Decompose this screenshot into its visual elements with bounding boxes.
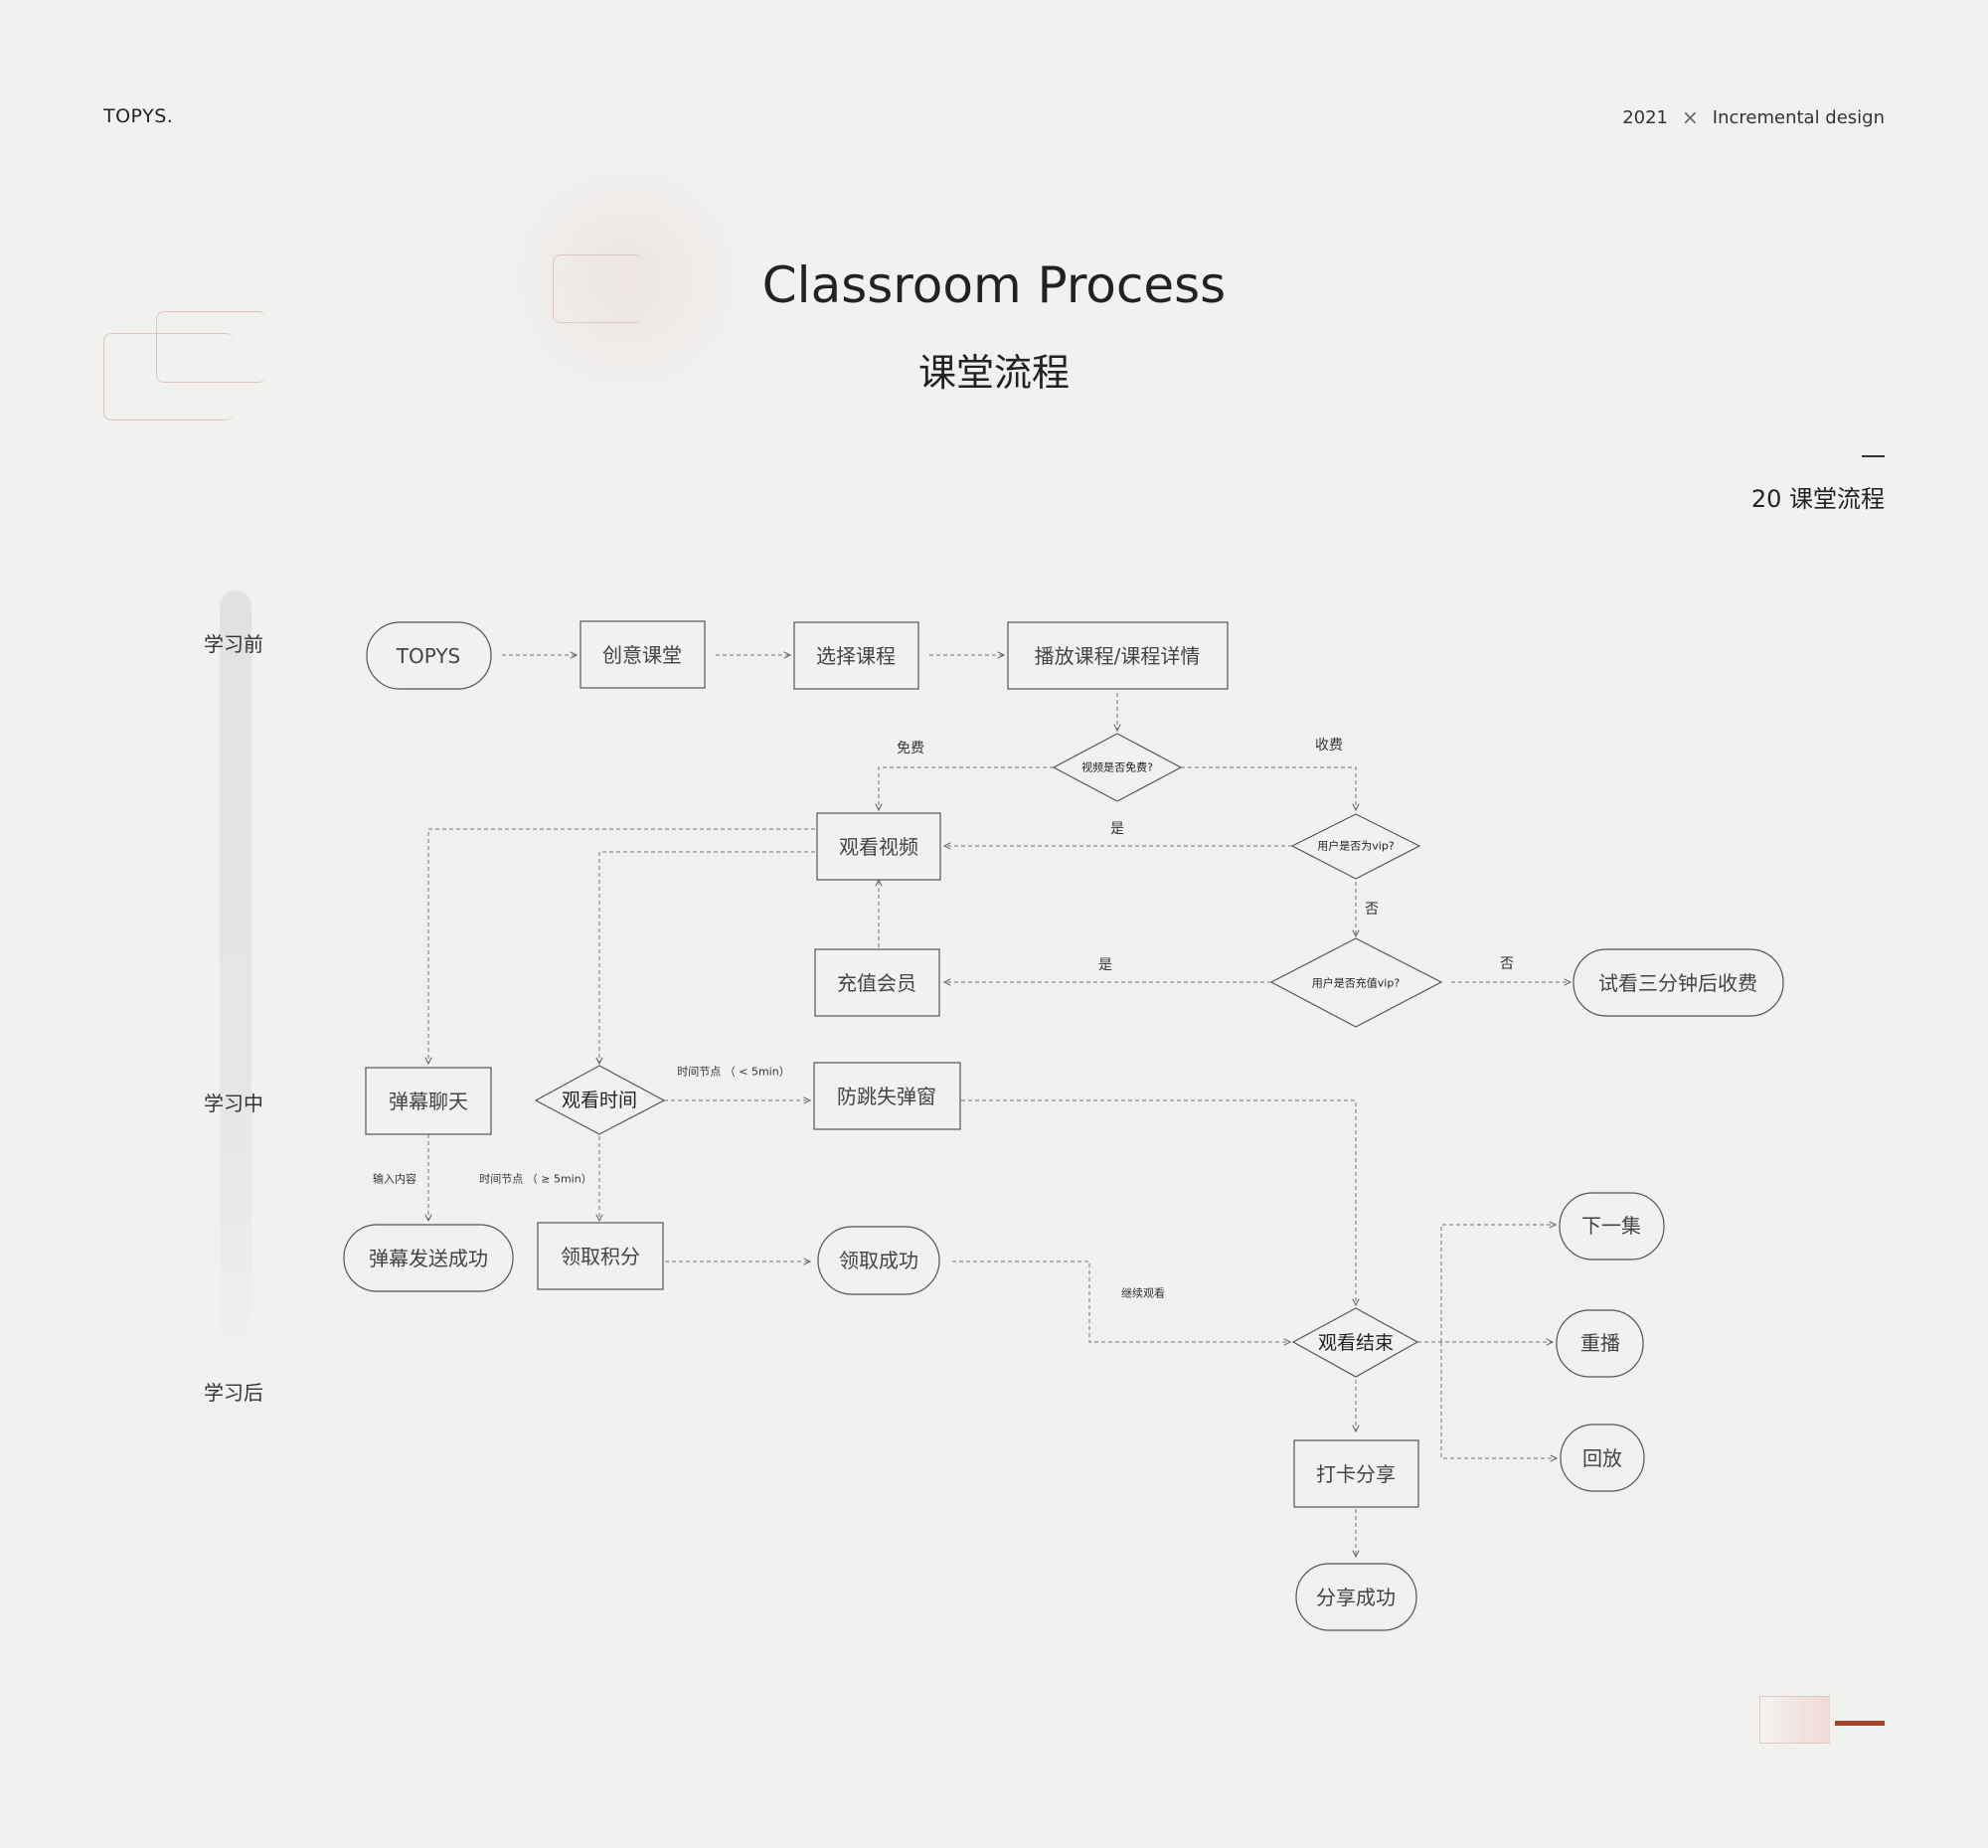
node-danmusent — [343, 1224, 514, 1292]
node-pointsok — [817, 1226, 940, 1295]
node-label: 下一集 — [1581, 1214, 1641, 1238]
header-meta: 2021 × Incremental design — [1622, 105, 1885, 129]
node-replay — [1556, 1309, 1644, 1378]
footer-decor — [1759, 1696, 1830, 1744]
section-label: 20 课堂流程 — [1750, 485, 1885, 513]
node-label: 视频是否免费? — [1081, 760, 1153, 774]
node-recharge — [814, 948, 940, 1017]
node-label: 试看三分钟后收费 — [1598, 971, 1757, 995]
node-label: 分享成功 — [1316, 1586, 1396, 1609]
node-label: 用户是否为vip? — [1317, 839, 1395, 853]
node-danmu — [365, 1067, 492, 1135]
edge-antilost-end — [961, 1099, 1356, 1305]
edge-label-long-time: 时间节点 （ ≥ 5min） — [479, 1173, 591, 1186]
edge-end-next — [1440, 1225, 1556, 1342]
node-label: 防跳失弹窗 — [837, 1085, 936, 1108]
node-trial — [1573, 948, 1784, 1017]
edge-free — [879, 766, 1054, 810]
node-isvip — [1290, 813, 1421, 880]
node-creative — [580, 620, 706, 689]
edge-continue — [952, 1260, 1290, 1342]
phase-after: 学习后 — [204, 1381, 263, 1405]
node-playback — [1560, 1424, 1645, 1492]
node-label: 充值会员 — [837, 971, 916, 995]
edge-label-short-time: 时间节点 （ < 5min） — [677, 1066, 789, 1079]
node-label: 重播 — [1580, 1331, 1620, 1355]
edge-label-no-charge: 否 — [1500, 956, 1514, 972]
footer-accent-bar — [1835, 1721, 1885, 1726]
timeline-bar — [220, 590, 251, 1376]
node-label: 观看时间 — [562, 1090, 637, 1111]
node-label: 领取积分 — [561, 1245, 640, 1268]
edge-label-yes-charge: 是 — [1098, 957, 1112, 973]
edge-paid — [1181, 766, 1356, 810]
background-glow — [497, 149, 755, 408]
node-isfree — [1052, 733, 1183, 802]
node-antilost — [813, 1062, 961, 1130]
edge-label-yes-vip: 是 — [1110, 821, 1124, 837]
edge-watch-danmu — [428, 828, 815, 1064]
node-label: 播放课程/课程详情 — [1035, 644, 1201, 668]
edge-label-free: 免费 — [897, 741, 924, 756]
node-watchtime — [534, 1065, 666, 1135]
node-label: 选择课程 — [816, 644, 896, 668]
section-dash — [1862, 455, 1885, 457]
node-label: TOPYS — [396, 644, 461, 668]
node-shareok — [1295, 1563, 1417, 1631]
edge-label-paid: 收费 — [1315, 738, 1343, 754]
phase-before: 学习前 — [204, 632, 263, 656]
edge-label-no-vip: 否 — [1365, 902, 1379, 918]
node-label: 观看视频 — [839, 835, 918, 859]
edge-watch-watchtime — [599, 851, 815, 1064]
node-next — [1559, 1192, 1665, 1260]
edge-end-playback — [1440, 1342, 1557, 1458]
node-play — [1007, 621, 1229, 690]
node-label: 观看结束 — [1318, 1332, 1394, 1354]
year: 2021 — [1622, 106, 1668, 128]
node-checkin — [1293, 1439, 1419, 1508]
decorative-frame — [156, 311, 266, 383]
node-points — [537, 1222, 664, 1290]
phase-during: 学习中 — [204, 1092, 263, 1115]
tagline: Incremental design — [1712, 106, 1885, 128]
node-label: 用户是否充值vip? — [1312, 976, 1401, 990]
decorative-frame — [553, 254, 643, 323]
node-label: 回放 — [1582, 1446, 1622, 1470]
node-label: 打卡分享 — [1316, 1462, 1396, 1486]
node-label: 创意课堂 — [602, 643, 682, 667]
node-label: 弹幕发送成功 — [369, 1247, 488, 1270]
node-end — [1291, 1307, 1419, 1378]
brand-logo: TOPYS. — [103, 105, 174, 127]
node-label: 弹幕聊天 — [389, 1090, 468, 1113]
close-icon: × — [1682, 105, 1699, 129]
edge-label-continue: 继续观看 — [1121, 1286, 1165, 1300]
node-chargevip — [1269, 937, 1443, 1028]
decorative-frame — [103, 333, 234, 420]
node-select — [793, 621, 919, 690]
node-watch — [816, 812, 941, 881]
page-subtitle: 课堂流程 — [917, 351, 1070, 395]
page-title: Classroom Process — [761, 256, 1227, 314]
node-label: 领取成功 — [839, 1249, 918, 1272]
edge-label-input: 输入内容 — [373, 1172, 416, 1186]
node-topys — [366, 621, 492, 690]
